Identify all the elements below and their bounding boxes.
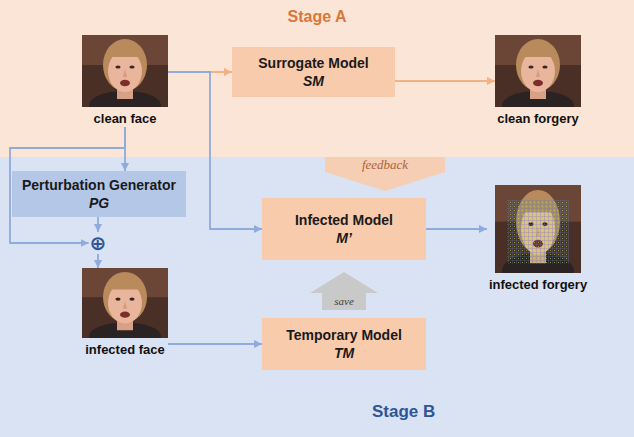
stage-title: Stage B xyxy=(372,402,435,422)
box-abbrev: PG xyxy=(89,194,109,212)
flow-arrow xyxy=(395,80,495,82)
infected-forgery-photo xyxy=(495,185,581,288)
model-box: Infected ModelM’ xyxy=(262,198,426,260)
save-block-arrow xyxy=(310,272,378,310)
image-caption: clean forgery xyxy=(497,111,579,127)
stage-band: Stage A clean face Surrogate ModelSM clean … xyxy=(0,0,634,157)
stage-b-ground xyxy=(0,157,634,437)
box-title: Infected Model xyxy=(295,211,393,229)
face-image: clean face xyxy=(82,35,168,127)
feedback-label: feedback xyxy=(362,157,408,173)
flow-arrow xyxy=(426,228,487,230)
feedback-block-arrow xyxy=(325,157,445,191)
image-caption: infected forgery xyxy=(489,277,587,293)
flow-arrow xyxy=(168,343,262,345)
stage-band: Stage B Perturbation GeneratorPG ⊕ Infected… xyxy=(0,157,634,437)
perturbation-noise xyxy=(507,200,569,264)
operator-symbol: ⊕ xyxy=(90,233,107,253)
clean-face-photo xyxy=(82,35,168,119)
face-image: clean forgery xyxy=(495,35,581,127)
sum-symbol: ⊕ xyxy=(89,232,108,254)
box-title: Perturbation Generator xyxy=(22,176,176,194)
box-abbrev: TM xyxy=(334,344,354,362)
model-box: Surrogate ModelSM xyxy=(232,47,395,97)
clean-forgery-photo xyxy=(495,35,581,119)
box-abbrev: SM xyxy=(303,72,324,90)
face-image: infected face xyxy=(82,268,168,358)
save-label: save xyxy=(334,295,354,307)
box-abbrev: M’ xyxy=(336,229,352,247)
infected-face-photo xyxy=(82,268,168,350)
model-box: Temporary ModelTM xyxy=(262,318,426,370)
image-caption: clean face xyxy=(94,111,157,127)
stage-a-ground xyxy=(0,0,634,157)
flow-arrow xyxy=(97,217,99,232)
flow-arrow xyxy=(97,254,99,268)
box-title: Temporary Model xyxy=(286,326,402,344)
image-caption: infected face xyxy=(85,342,164,358)
stage-title: Stage A xyxy=(288,8,347,26)
generator-box: Perturbation GeneratorPG xyxy=(12,171,186,217)
box-title: Surrogate Model xyxy=(258,54,368,72)
face-image: infected forgery xyxy=(487,185,589,293)
